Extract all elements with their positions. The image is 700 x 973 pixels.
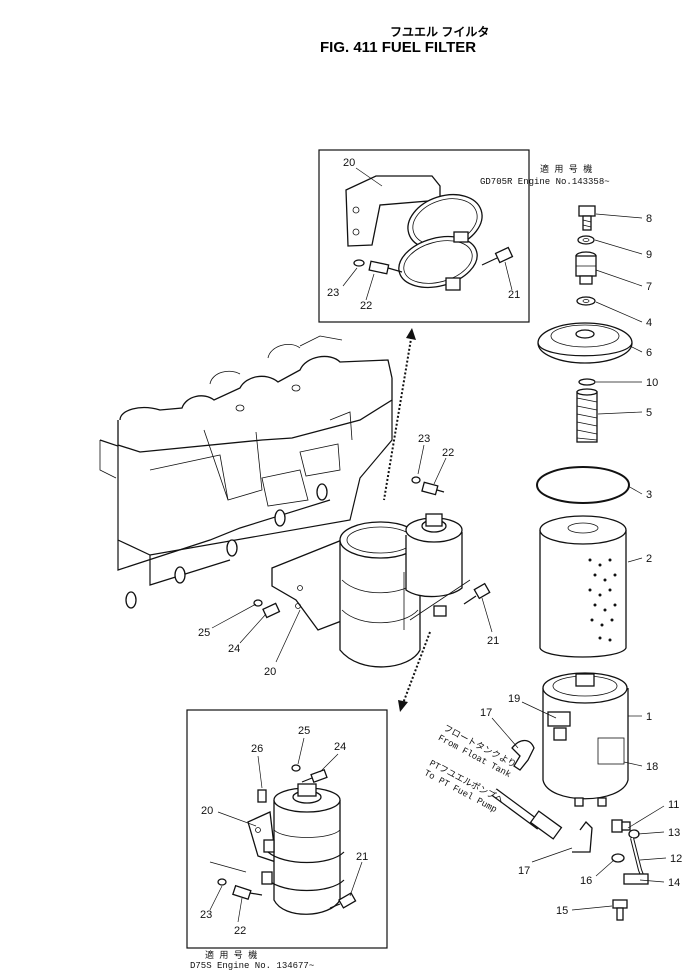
applicability-note-jp-top: 適 用 号 機 (540, 163, 592, 175)
callout-21-bottom: 21 (356, 851, 368, 863)
callout-15: 15 (556, 905, 568, 917)
figure-title: FIG. 411 FUEL FILTER (320, 39, 476, 56)
title-japanese: フユエル フイルタ (390, 25, 489, 39)
callout-13: 13 (668, 827, 680, 839)
applicability-note-engine-bottom: D75S Engine No. 134677~ (190, 961, 314, 971)
element-perforations (588, 558, 617, 642)
callout-25-mid: 25 (198, 627, 210, 639)
callout-16: 16 (580, 875, 592, 887)
applicability-note-jp-bottom: 適 用 号 機 (205, 949, 257, 961)
callout-22-bottom: 22 (234, 925, 246, 937)
callout-23-mid: 23 (418, 433, 430, 445)
callout-20-mid: 20 (264, 666, 276, 678)
filter-assembly-mid: 23 22 21 25 24 20 (198, 433, 499, 678)
callout-18: 18 (646, 761, 658, 773)
callout-9: 9 (646, 249, 652, 261)
callout-24-mid: 24 (228, 643, 240, 655)
callout-4: 4 (646, 317, 652, 329)
callout-26-bottom: 26 (251, 743, 263, 755)
callout-14: 14 (668, 877, 680, 889)
callout-12: 12 (670, 853, 682, 865)
callout-3: 3 (646, 489, 652, 501)
callout-23-bottom: 23 (200, 909, 212, 921)
callout-24-bottom: 24 (334, 741, 346, 753)
engine-block (99, 335, 393, 609)
callout-21-top: 21 (508, 289, 520, 301)
callout-22-mid: 22 (442, 447, 454, 459)
callout-21-mid: 21 (487, 635, 499, 647)
callout-17-upper: 17 (480, 707, 492, 719)
exploded-stack-right: 8 9 7 4 6 10 5 3 2 1 18 19 17 17 11 13 1… (480, 205, 682, 921)
callout-20-top: 20 (343, 157, 355, 169)
callout-25-bottom: 25 (298, 725, 310, 737)
callout-2: 2 (646, 553, 652, 565)
callout-6: 6 (646, 347, 652, 359)
callout-17-lower: 17 (518, 865, 530, 877)
callout-8: 8 (646, 213, 652, 225)
callout-1: 1 (646, 711, 652, 723)
callout-7: 7 (646, 281, 652, 293)
callout-23-top: 23 (327, 287, 339, 299)
applicability-note-engine-top: GD705R Engine No.143358~ (480, 177, 610, 187)
callout-22-top: 22 (360, 300, 372, 312)
bottom-inset-box: 25 24 26 20 21 23 22 (186, 709, 388, 949)
callout-5: 5 (646, 407, 652, 419)
callout-19: 19 (508, 693, 520, 705)
callout-20-bottom: 20 (201, 805, 213, 817)
top-inset-box: 20 23 22 21 (318, 149, 530, 323)
callout-11: 11 (668, 799, 679, 811)
callout-10: 10 (646, 377, 658, 389)
